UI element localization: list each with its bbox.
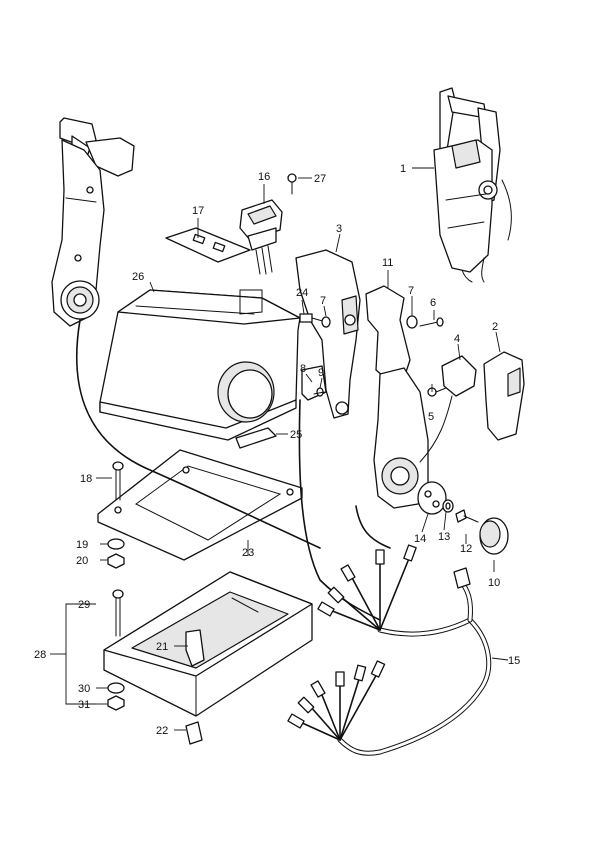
callout-7-right: 7 (408, 285, 414, 297)
control-lever-handle (51, 117, 135, 327)
callout-1: 1 (400, 163, 406, 175)
callout-4: 4 (454, 333, 460, 345)
callout-22: 22 (156, 725, 168, 737)
bracket (295, 249, 361, 419)
screw-6 (419, 317, 444, 327)
callout-11: 11 (382, 257, 393, 269)
fitting-21 (185, 629, 205, 667)
callout-labels: 1 2 3 4 5 6 7 7 8 9 10 11 12 13 14 15 16… (34, 163, 520, 737)
callout-23: 23 (242, 547, 254, 559)
callout-21: 21 (156, 641, 168, 653)
callout-13: 13 (438, 531, 450, 543)
callout-18: 18 (80, 473, 92, 485)
callout-28: 28 (34, 649, 46, 661)
clip-22 (185, 721, 203, 745)
callout-14: 14 (414, 533, 426, 545)
cap-10 (479, 517, 509, 555)
screw-5 (427, 387, 447, 397)
callout-6: 6 (430, 297, 436, 309)
callout-29: 29 (78, 599, 90, 611)
remote-control-assembly (433, 87, 512, 283)
washer-19 (107, 538, 125, 550)
callout-5: 5 (428, 411, 434, 423)
clamp-25 (235, 427, 277, 449)
callout-30: 30 (78, 683, 90, 695)
callout-8: 8 (300, 363, 306, 375)
callout-10: 10 (488, 577, 500, 589)
callout-27: 27 (314, 173, 326, 185)
switch-plate (165, 227, 251, 263)
callout-31: 31 (78, 699, 90, 711)
callout-2: 2 (492, 321, 498, 333)
nut-31 (107, 695, 125, 711)
neutral-switch (419, 355, 477, 463)
screw-12 (455, 509, 479, 523)
callout-20: 20 (76, 555, 88, 567)
callout-12: 12 (460, 543, 472, 555)
base-housing (103, 571, 313, 717)
callout-16: 16 (258, 171, 270, 183)
bolt-29 (112, 589, 124, 637)
plate-14 (417, 481, 447, 515)
cables (75, 319, 391, 621)
callout-17: 17 (192, 205, 204, 217)
callout-3: 3 (336, 223, 342, 235)
bolt-18 (112, 461, 124, 501)
gasket-plate (97, 449, 303, 561)
callout-15: 15 (508, 655, 520, 667)
nut-20 (107, 553, 125, 569)
callout-24: 24 (296, 287, 308, 299)
callout-9: 9 (318, 367, 324, 379)
washer-7-left (321, 316, 331, 328)
callout-26: 26 (132, 271, 144, 283)
screw-27 (287, 173, 297, 195)
washer-13 (442, 499, 454, 513)
callout-19: 19 (76, 539, 88, 551)
leader-lines (50, 167, 509, 731)
washer-7-right (406, 315, 418, 329)
washer-30 (107, 682, 125, 694)
shift-lever-arm (365, 285, 429, 509)
callout-25: 25 (290, 429, 302, 441)
callout-7-left: 7 (320, 295, 326, 307)
housing-cover (99, 289, 301, 441)
wire-harness (287, 544, 492, 756)
grip (483, 351, 525, 441)
trim-switch (239, 199, 283, 275)
